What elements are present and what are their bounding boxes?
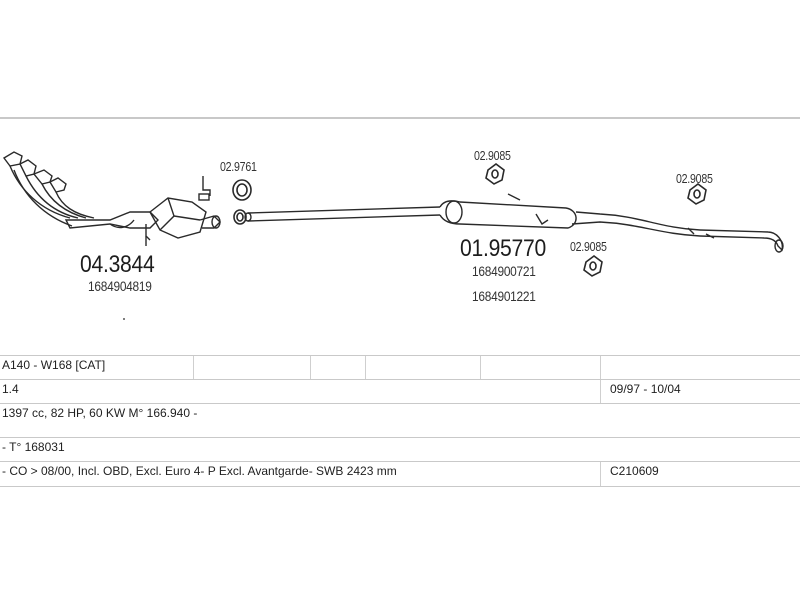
rubber-hanger-right [687, 183, 707, 205]
hanger-top-part-code[interactable]: 02.9085 [474, 149, 511, 163]
table-row-notes: - CO > 08/00, Incl. OBD, Excl. Euro 4- P… [0, 461, 800, 487]
engine-cell: 1.4 [2, 382, 19, 396]
table-row-type-number: - T° 168031 [0, 437, 800, 462]
column-divider [480, 356, 481, 380]
table-row-engine: 1.4 09/97 - 10/04 [0, 379, 800, 404]
seal-ring [233, 209, 247, 225]
brackets [145, 176, 211, 246]
column-divider [365, 356, 366, 380]
top-divider [0, 117, 800, 119]
manifold-ref-number: 1684904819 [88, 278, 152, 294]
notes-cell: - CO > 08/00, Incl. OBD, Excl. Euro 4- P… [2, 464, 397, 478]
hanger-lower-part-code[interactable]: 02.9085 [570, 240, 607, 254]
column-divider [600, 380, 601, 404]
gasket-ring [232, 179, 252, 201]
table-row-specs: 1397 cc, 82 HP, 60 KW M° 166.940 - [0, 403, 800, 438]
rubber-hanger-lower [583, 255, 603, 277]
column-divider [193, 356, 194, 380]
exhaust-manifold [2, 151, 159, 229]
years-cell: 09/97 - 10/04 [610, 382, 681, 396]
silencer-ref-number-1: 1684900721 [472, 263, 536, 279]
manifold-part-code[interactable]: 04.3844 [80, 251, 155, 278]
column-divider [600, 462, 601, 486]
front-pipe [244, 206, 441, 222]
rubber-hanger-top [485, 163, 505, 185]
silencer-part-code[interactable]: 01.95770 [460, 235, 546, 262]
column-divider [310, 356, 311, 380]
specs-cell: 1397 cc, 82 HP, 60 KW M° 166.940 - [2, 406, 198, 420]
rear-silencer [439, 193, 784, 253]
type-number-cell: - T° 168031 [2, 440, 65, 454]
table-row-model: A140 - W168 [CAT] [0, 355, 800, 380]
hanger-right-part-code[interactable]: 02.9085 [676, 172, 713, 186]
column-divider [600, 356, 601, 380]
gasket-part-code[interactable]: 02.9761 [220, 160, 257, 174]
model-cell: A140 - W168 [CAT] [2, 358, 106, 372]
catalog-code-cell: C210609 [610, 464, 659, 478]
exhaust-drawing [2, 151, 784, 320]
exhaust-diagram: 04.3844 1684904819 02.9761 01.95770 1684… [0, 120, 800, 350]
catalytic-converter [149, 197, 221, 239]
silencer-ref-number-2: 1684901221 [472, 288, 536, 304]
